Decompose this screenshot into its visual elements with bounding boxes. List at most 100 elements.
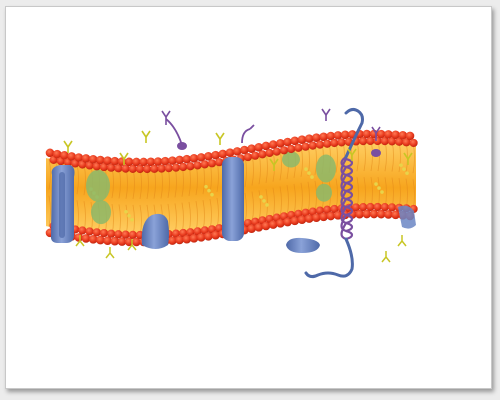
phospholipid-head (290, 136, 300, 146)
peripheral-protein (282, 151, 300, 168)
phospholipid-head (107, 163, 116, 172)
phospholipid-head (128, 164, 137, 173)
phospholipid-head (362, 209, 372, 219)
transmembrane-protein (222, 157, 244, 241)
phospholipid-head (168, 236, 177, 245)
phospholipid-head (110, 156, 120, 166)
phospholipid-head (103, 156, 112, 166)
phospholipid-head (78, 226, 87, 235)
phospholipid-head (333, 211, 343, 220)
glycolipid-inner (397, 235, 407, 247)
glycoprotein-chain-outer (344, 107, 364, 159)
peripheral-protein (91, 200, 111, 225)
phospholipid-head (279, 146, 289, 155)
phospholipid-head (196, 153, 206, 162)
phospholipid-head (304, 214, 314, 223)
phospholipid-head (211, 230, 220, 240)
lipid-tail (293, 183, 296, 216)
glycoprotein-chain-inner (304, 237, 354, 279)
glycolipid-inner (105, 247, 115, 259)
phospholipid-head (405, 131, 415, 141)
phospholipid-head (60, 151, 69, 160)
glycoprotein-head (371, 149, 381, 157)
phospholipid-head (189, 154, 199, 163)
peripheral-protein (316, 183, 332, 202)
phospholipid-head (139, 157, 148, 167)
phospholipid-head (88, 235, 98, 244)
phospholipid-head (384, 130, 393, 139)
phospholipid-head (117, 237, 127, 246)
phospholipid-head (99, 228, 109, 238)
peripheral-protein-group (86, 151, 336, 225)
glycolipid-inner (127, 239, 137, 251)
glycoprotein-branch (371, 126, 381, 134)
phospholipid-head (387, 137, 397, 146)
cholesterol-molecule (265, 203, 269, 207)
phospholipid-head (196, 233, 206, 242)
glycolipid-branch (215, 132, 225, 140)
phospholipid-head (359, 137, 368, 146)
glycolipid-branch (141, 130, 151, 138)
phospholipid-head (128, 230, 137, 239)
integral-protein (141, 213, 169, 249)
phospholipid-head (182, 154, 192, 164)
peripheral-protein-inner (286, 237, 320, 253)
phospholipid-head (103, 236, 112, 246)
phospholipid-head (261, 221, 271, 231)
phospholipid-head (315, 140, 325, 149)
phospholipid-head (143, 164, 152, 174)
phospholipid-head (110, 236, 120, 246)
cholesterol-molecule (402, 167, 406, 171)
phospholipid-head (175, 155, 184, 165)
cholesterol-molecule (399, 163, 403, 167)
phospholipid-head (204, 232, 213, 241)
edge-protein (398, 205, 416, 229)
phospholipid-head (391, 130, 400, 140)
phospholipid-head (330, 138, 339, 148)
phospholipid-head (290, 216, 300, 226)
phospholipid-head (272, 147, 281, 156)
phospholipid-head (254, 143, 264, 152)
phospholipid-head (268, 220, 278, 229)
cell-membrane-diagram (45, 107, 418, 279)
cholesterol-molecule (405, 171, 409, 175)
phospholipid-head (276, 218, 285, 228)
phospholipid-head (200, 160, 209, 169)
phospholipid-head (218, 149, 228, 159)
phospholipid-head (391, 210, 400, 220)
phospholipid-head (146, 157, 156, 167)
glycoprotein-stalk (241, 128, 251, 144)
phospholipid-head (225, 148, 235, 157)
phospholipid-head (376, 129, 386, 139)
phospholipid-head (319, 212, 328, 222)
phospholipid-head (150, 164, 159, 173)
cholesterol-molecule (124, 209, 128, 214)
phospholipid-head (366, 202, 375, 212)
phospholipid-head (315, 206, 325, 215)
phospholipid-head (261, 141, 271, 151)
phospholipid-head (312, 213, 321, 222)
peripheral-protein (86, 169, 110, 202)
lipid-tail (48, 158, 51, 190)
channel-pore (59, 172, 65, 238)
phospholipid-head (373, 202, 382, 212)
phospholipid-head (121, 230, 130, 239)
phospholipid-head (135, 164, 145, 174)
phospholipid-head (395, 137, 404, 146)
phospholipid-head (247, 224, 256, 233)
phospholipid-head (384, 210, 393, 219)
phospholipid-head (297, 215, 307, 224)
phospholipid-head (99, 162, 109, 172)
phospholipid-head (179, 162, 188, 172)
phospholipid-head (204, 152, 213, 161)
phospholipid-head (319, 132, 328, 142)
phospholipid-head (326, 211, 336, 221)
phospholipid-head (301, 142, 310, 151)
phospholipid-head (380, 137, 389, 146)
alpha-helix (340, 156, 354, 241)
cholesterol-molecule (377, 186, 381, 190)
phospholipid-head (186, 162, 195, 171)
phospholipid-head (85, 161, 94, 170)
phospholipid-head (114, 164, 123, 173)
phospholipid-head (179, 228, 188, 238)
